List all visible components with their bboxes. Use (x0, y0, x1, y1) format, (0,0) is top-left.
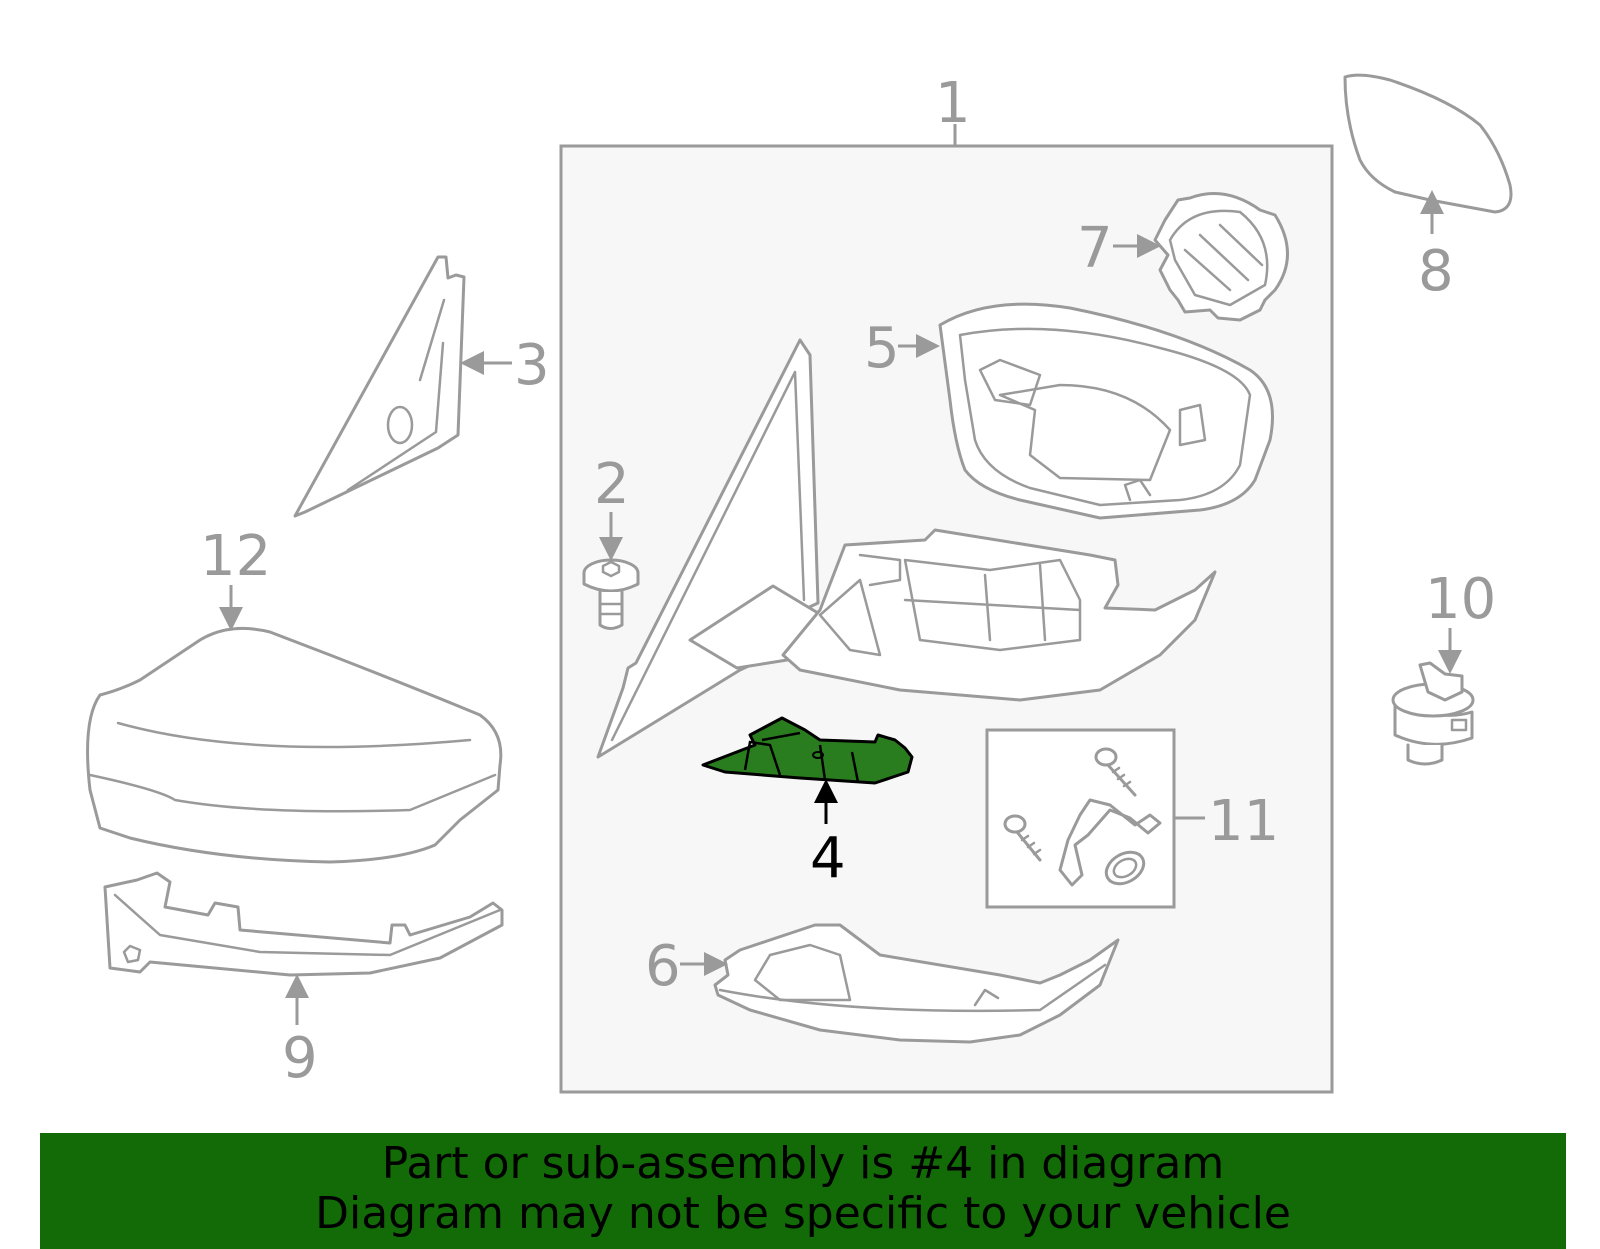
callout-11: 11 (1208, 789, 1279, 854)
part-6-lower-cover (713, 923, 1120, 1044)
callout-5: 5 (864, 316, 900, 381)
part-12-mirror-cap (86, 626, 503, 864)
part-3-sail-cover (293, 255, 466, 518)
banner-line-1: Part or sub-assembly is #4 in diagram (381, 1138, 1225, 1189)
callout-6: 6 (645, 934, 681, 999)
callout-7: 7 (1077, 216, 1113, 281)
callout-1: 1 (935, 71, 971, 136)
part-7-mirror-motor (1153, 192, 1289, 322)
callout-12: 12 (200, 524, 271, 589)
part-1-mirror-frame (781, 528, 1217, 702)
part-9-turn-signal (103, 871, 504, 977)
info-banner: Part or sub-assembly is #4 in diagram Di… (40, 1133, 1566, 1249)
part-10-socket (1391, 661, 1475, 766)
callout-3: 3 (514, 333, 550, 398)
callout-8: 8 (1418, 239, 1454, 304)
callout-10: 10 (1425, 567, 1496, 632)
callout-2: 2 (594, 452, 630, 517)
callout-9: 9 (282, 1026, 318, 1091)
part-5-mirror-housing (938, 302, 1274, 520)
callout-4: 4 (810, 826, 846, 891)
part-8-mirror-glass (1343, 73, 1513, 214)
part-11-hardware-kit (1003, 747, 1162, 887)
banner-line-2: Diagram may not be specific to your vehi… (315, 1188, 1291, 1239)
